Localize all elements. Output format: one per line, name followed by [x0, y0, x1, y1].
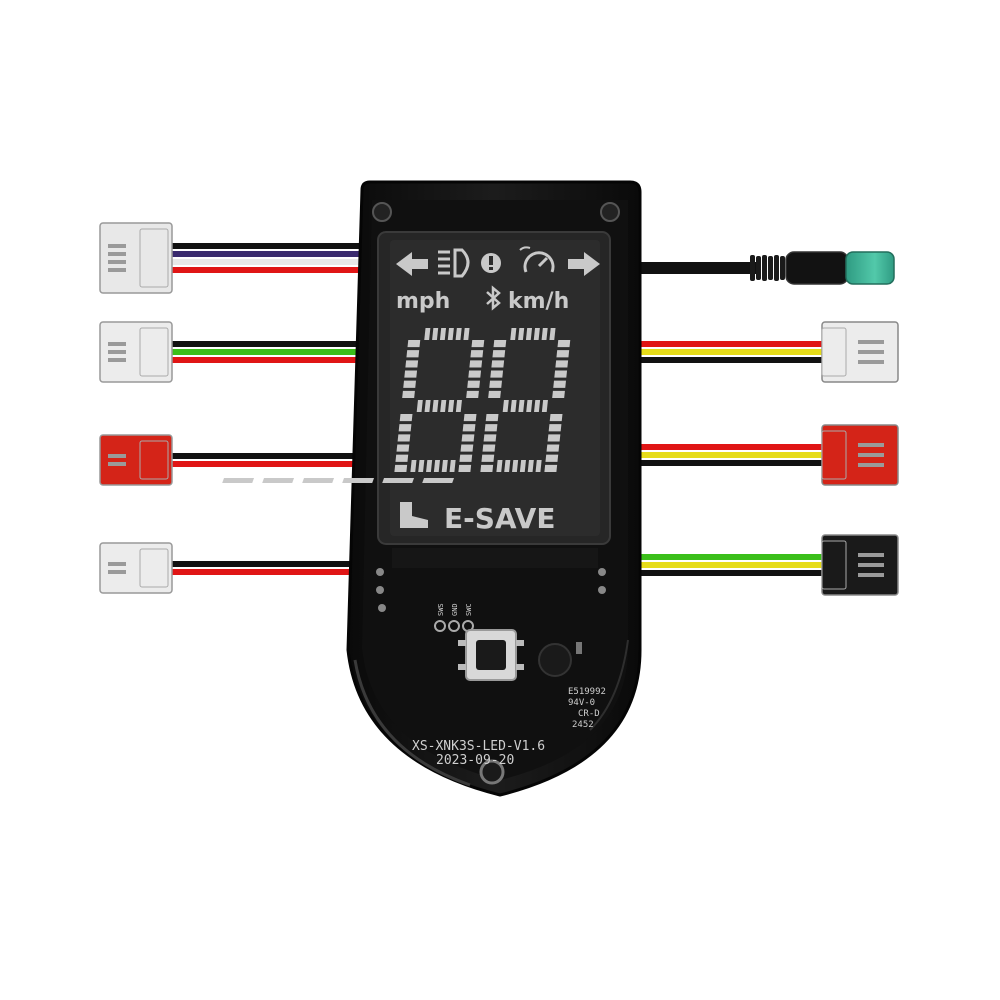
- left-connector-4: [99, 542, 173, 594]
- digit-eight: [480, 328, 571, 473]
- right-connector-4: [821, 534, 899, 596]
- boot-icon: [400, 502, 428, 528]
- cert-line-2: 94V-0: [568, 698, 595, 708]
- left-wire-harnesses: [170, 243, 372, 575]
- power-button[interactable]: [458, 629, 524, 681]
- left-connector-1: [99, 222, 173, 294]
- unit-mph-label: mph: [396, 289, 450, 314]
- board-date-label: 2023-09-20: [436, 753, 514, 768]
- pcb-board: SWS GND SWC E519992 94V-0 CR-D 2452 XS-X…: [376, 548, 606, 768]
- unit-kmh-label: km/h: [508, 289, 569, 314]
- right-connector-2: [821, 321, 899, 383]
- level-bar: [222, 478, 455, 483]
- pad-label-sws: SWS: [437, 603, 445, 616]
- screw-hole-top-left: [372, 202, 392, 222]
- mode-label: E-SAVE: [444, 502, 555, 535]
- left-connector-3: [99, 434, 173, 486]
- right-connector-3: [821, 424, 899, 486]
- speed-digits-value: 88: [0, 0, 2, 1]
- pad-label-gnd: GND: [451, 603, 459, 616]
- screw-hole-bottom: [479, 759, 505, 785]
- left-connectors: [99, 222, 173, 594]
- right-connector-1: [750, 251, 895, 285]
- cert-line-3: CR-D: [578, 709, 600, 719]
- pcb-pads: [376, 568, 606, 632]
- right-wire-harnesses: [628, 262, 830, 576]
- screw-hole-top-right: [600, 202, 620, 222]
- cert-line-1: E519992: [568, 687, 606, 697]
- speed-digits: [394, 328, 571, 473]
- pad-label-swc: SWC: [465, 603, 473, 616]
- cert-line-4: 2452: [572, 720, 594, 730]
- arrow-left-icon: [396, 252, 428, 276]
- sensor-component: [538, 643, 572, 677]
- board-model-label: XS-XNK3S-LED-V1.6: [412, 739, 545, 754]
- warning-icon: [481, 253, 501, 273]
- bluetooth-icon: [486, 285, 501, 311]
- speedometer-icon: [519, 246, 555, 273]
- digit-eight: [394, 328, 485, 473]
- left-connector-2: [99, 321, 173, 383]
- lcd-panel: mph km/h 88 E-SAVE: [0, 0, 611, 545]
- arrow-right-icon: [568, 252, 600, 276]
- headlight-icon: [438, 248, 470, 278]
- right-connectors: [750, 251, 899, 596]
